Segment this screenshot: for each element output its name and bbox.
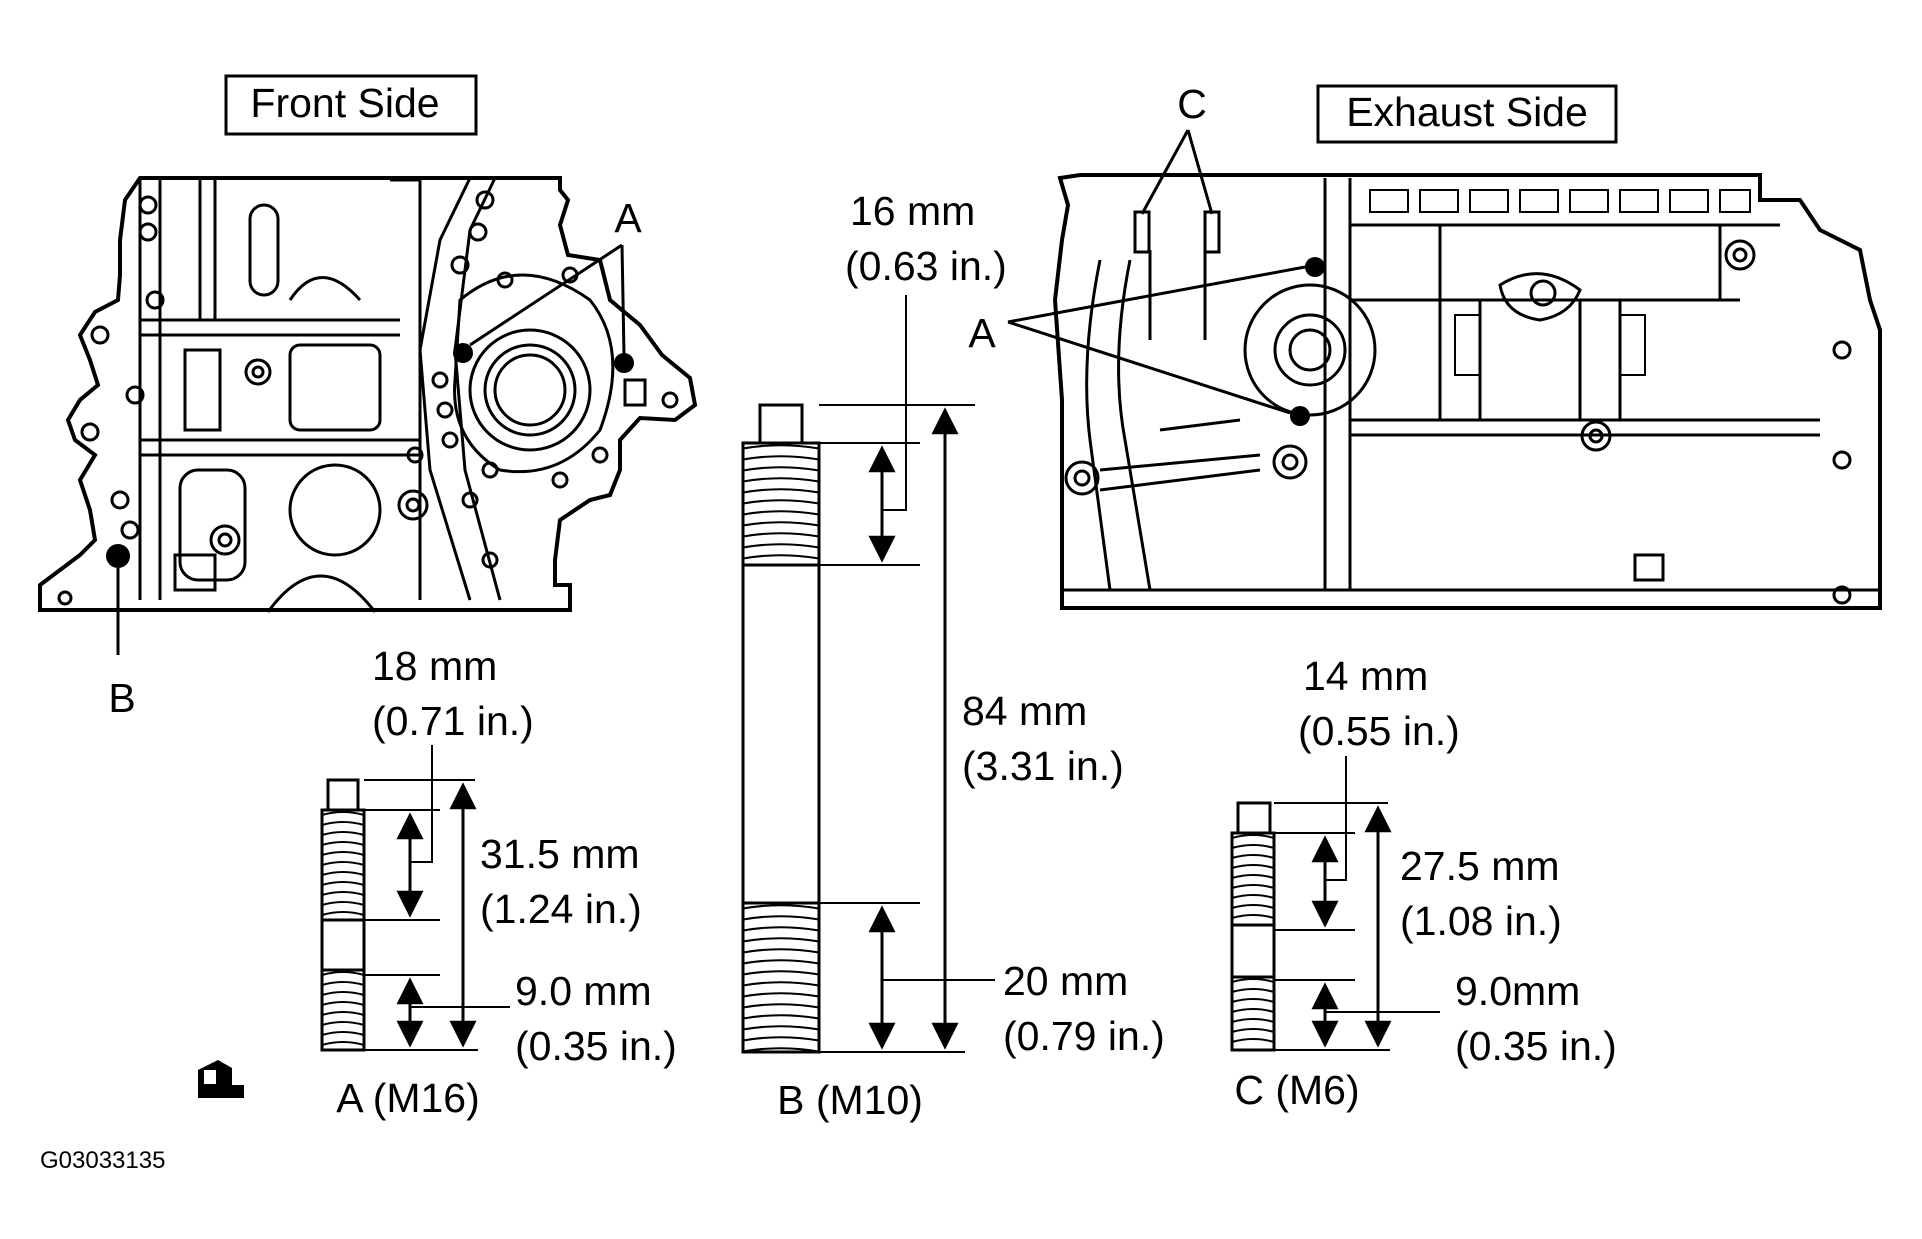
stud-b-name: B (M10) bbox=[777, 1077, 923, 1123]
stud-c-name: C (M6) bbox=[1234, 1067, 1359, 1113]
front-callout-b-label: B bbox=[108, 675, 135, 721]
stud-a-name: A (M16) bbox=[336, 1075, 480, 1121]
front-stud-hole-a-left bbox=[453, 343, 473, 363]
exhaust-callout-c: C bbox=[1140, 81, 1214, 215]
exhaust-stud-hole-a-bottom bbox=[1290, 406, 1310, 426]
stud-b-thread-top-inch-label: (0.63 in.) bbox=[845, 243, 1007, 289]
figure-code: G03033135 bbox=[40, 1147, 165, 1174]
front-side-engine-block bbox=[38, 176, 698, 613]
front-stud-hole-a-right bbox=[614, 353, 634, 373]
stud-c-thread-top-label: 14 mm bbox=[1303, 653, 1428, 699]
exhaust-callout-a-label: A bbox=[968, 310, 996, 356]
exhaust-side-title: Exhaust Side bbox=[1346, 89, 1588, 135]
stud-c-length-label: 27.5 mm bbox=[1400, 843, 1560, 889]
front-callout-a-label: A bbox=[614, 195, 642, 241]
exhaust-side-title-box: Exhaust Side bbox=[1316, 84, 1618, 144]
front-stud-hole-b bbox=[106, 544, 130, 568]
stud-a-thread-top-label: 18 mm bbox=[372, 643, 497, 689]
stud-b-thread-bottom-inch-label: (0.79 in.) bbox=[1003, 1013, 1165, 1059]
exhaust-callout-c-label: C bbox=[1177, 81, 1207, 127]
exhaust-stud-hole-a-top bbox=[1305, 257, 1325, 277]
stud-a-thread-top-inch-label: (0.71 in.) bbox=[372, 698, 534, 744]
stud-b-thread-bottom-label: 20 mm bbox=[1003, 958, 1128, 1004]
stud-b-thread-top-label: 16 mm bbox=[850, 188, 975, 234]
front-callout-a: A bbox=[469, 195, 642, 356]
stud-a-thread-bottom-label: 9.0 mm bbox=[515, 968, 652, 1014]
exhaust-side-engine-block bbox=[1052, 173, 1882, 610]
stud-c-thread-bottom-label: 9.0mm bbox=[1455, 968, 1580, 1014]
wrench-icon bbox=[198, 1060, 244, 1098]
stud-a-thread-bottom-inch-label: (0.35 in.) bbox=[515, 1023, 677, 1069]
front-callout-b: B bbox=[108, 568, 136, 721]
stud-b: 16 mm (0.63 in.) 84 mm (3.31 in.) 20 mm … bbox=[741, 188, 1165, 1123]
stud-c-thread-top-inch-label: (0.55 in.) bbox=[1298, 708, 1460, 754]
front-side-title: Front Side bbox=[250, 80, 439, 126]
stud-c: 14 mm (0.55 in.) 27.5 mm (1.08 in.) 9.0m… bbox=[1230, 653, 1617, 1113]
stud-b-length-label: 84 mm bbox=[962, 688, 1087, 734]
front-side-title-box: Front Side bbox=[224, 74, 478, 136]
stud-a-length-inch-label: (1.24 in.) bbox=[480, 886, 642, 932]
stud-c-length-inch-label: (1.08 in.) bbox=[1400, 898, 1562, 944]
exhaust-callout-a: A bbox=[968, 265, 1306, 415]
stud-c-thread-bottom-inch-label: (0.35 in.) bbox=[1455, 1023, 1617, 1069]
stud-b-length-inch-label: (3.31 in.) bbox=[962, 743, 1124, 789]
stud-a-length-label: 31.5 mm bbox=[480, 831, 640, 877]
stud-a: 18 mm (0.71 in.) 31.5 mm (1.24 in.) 9.0 … bbox=[320, 643, 677, 1121]
